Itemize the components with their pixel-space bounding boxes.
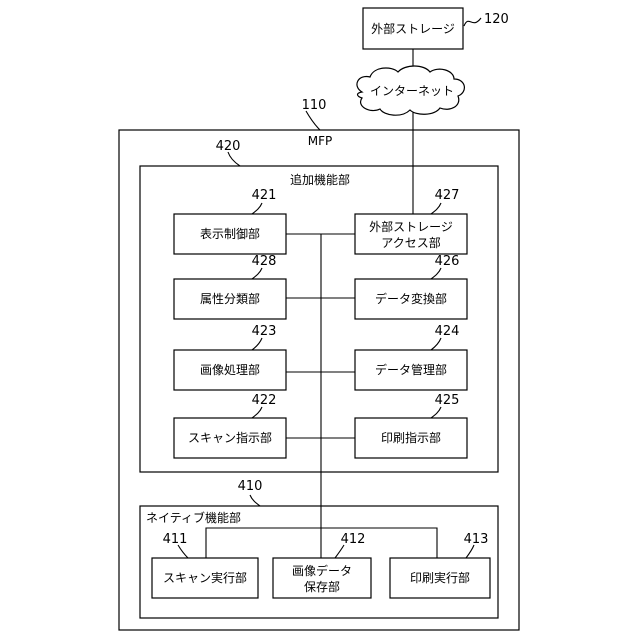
external-storage-access-label-line1: 外部ストレージ <box>369 219 453 234</box>
internet-cloud: インターネット <box>357 66 464 115</box>
print-execution-ref: 413 <box>464 532 489 547</box>
leader-423 <box>252 338 262 350</box>
display-control-label: 表示制御部 <box>200 226 260 241</box>
leader-110 <box>306 111 320 130</box>
leader-424 <box>431 338 441 350</box>
external-storage-block: 外部ストレージ <box>363 8 463 49</box>
scan-execution-ref: 411 <box>163 532 188 547</box>
native-functions-ref: 410 <box>238 479 263 494</box>
leader-120 <box>464 18 481 26</box>
native-functions-label: ネイティブ機能部 <box>146 510 241 525</box>
additional-functions-label: 追加機能部 <box>290 172 350 187</box>
internet-label: インターネット <box>370 84 454 98</box>
leader-425 <box>431 407 441 418</box>
external-storage-access-label-line2: アクセス部 <box>381 235 440 250</box>
image-data-storage-label-line1: 画像データ <box>292 563 352 578</box>
leader-428 <box>252 268 262 279</box>
image-data-storage-ref: 412 <box>341 532 366 547</box>
mfp-ref: 110 <box>302 98 327 113</box>
data-management-label: データ管理部 <box>375 362 447 377</box>
image-processing-ref: 423 <box>252 324 277 339</box>
leader-420 <box>228 152 240 166</box>
print-execution-label: 印刷実行部 <box>410 570 470 585</box>
leader-427 <box>431 203 441 214</box>
external-storage-label: 外部ストレージ <box>371 21 455 36</box>
attribute-classification-ref: 428 <box>252 254 277 269</box>
print-instruction-label: 印刷指示部 <box>381 430 441 445</box>
mfp-label: MFP <box>308 134 333 148</box>
scan-instruction-ref: 422 <box>252 393 277 408</box>
external-storage-access-ref: 427 <box>435 188 460 203</box>
leader-421 <box>252 203 262 214</box>
leader-410 <box>250 495 260 506</box>
data-management-ref: 424 <box>435 324 460 339</box>
additional-functions-ref: 420 <box>216 139 241 154</box>
data-conversion-label: データ変換部 <box>375 291 447 306</box>
leader-426 <box>431 268 441 279</box>
print-instruction-ref: 425 <box>435 393 460 408</box>
scan-execution-label: スキャン実行部 <box>163 570 247 585</box>
attribute-classification-label: 属性分類部 <box>200 291 260 306</box>
image-processing-label: 画像処理部 <box>200 362 260 377</box>
leader-422 <box>252 407 262 418</box>
display-control-ref: 421 <box>252 188 277 203</box>
data-conversion-ref: 426 <box>435 254 460 269</box>
external-storage-ref: 120 <box>484 12 509 27</box>
scan-instruction-label: スキャン指示部 <box>188 430 272 445</box>
image-data-storage-label-line2: 保存部 <box>304 579 340 594</box>
